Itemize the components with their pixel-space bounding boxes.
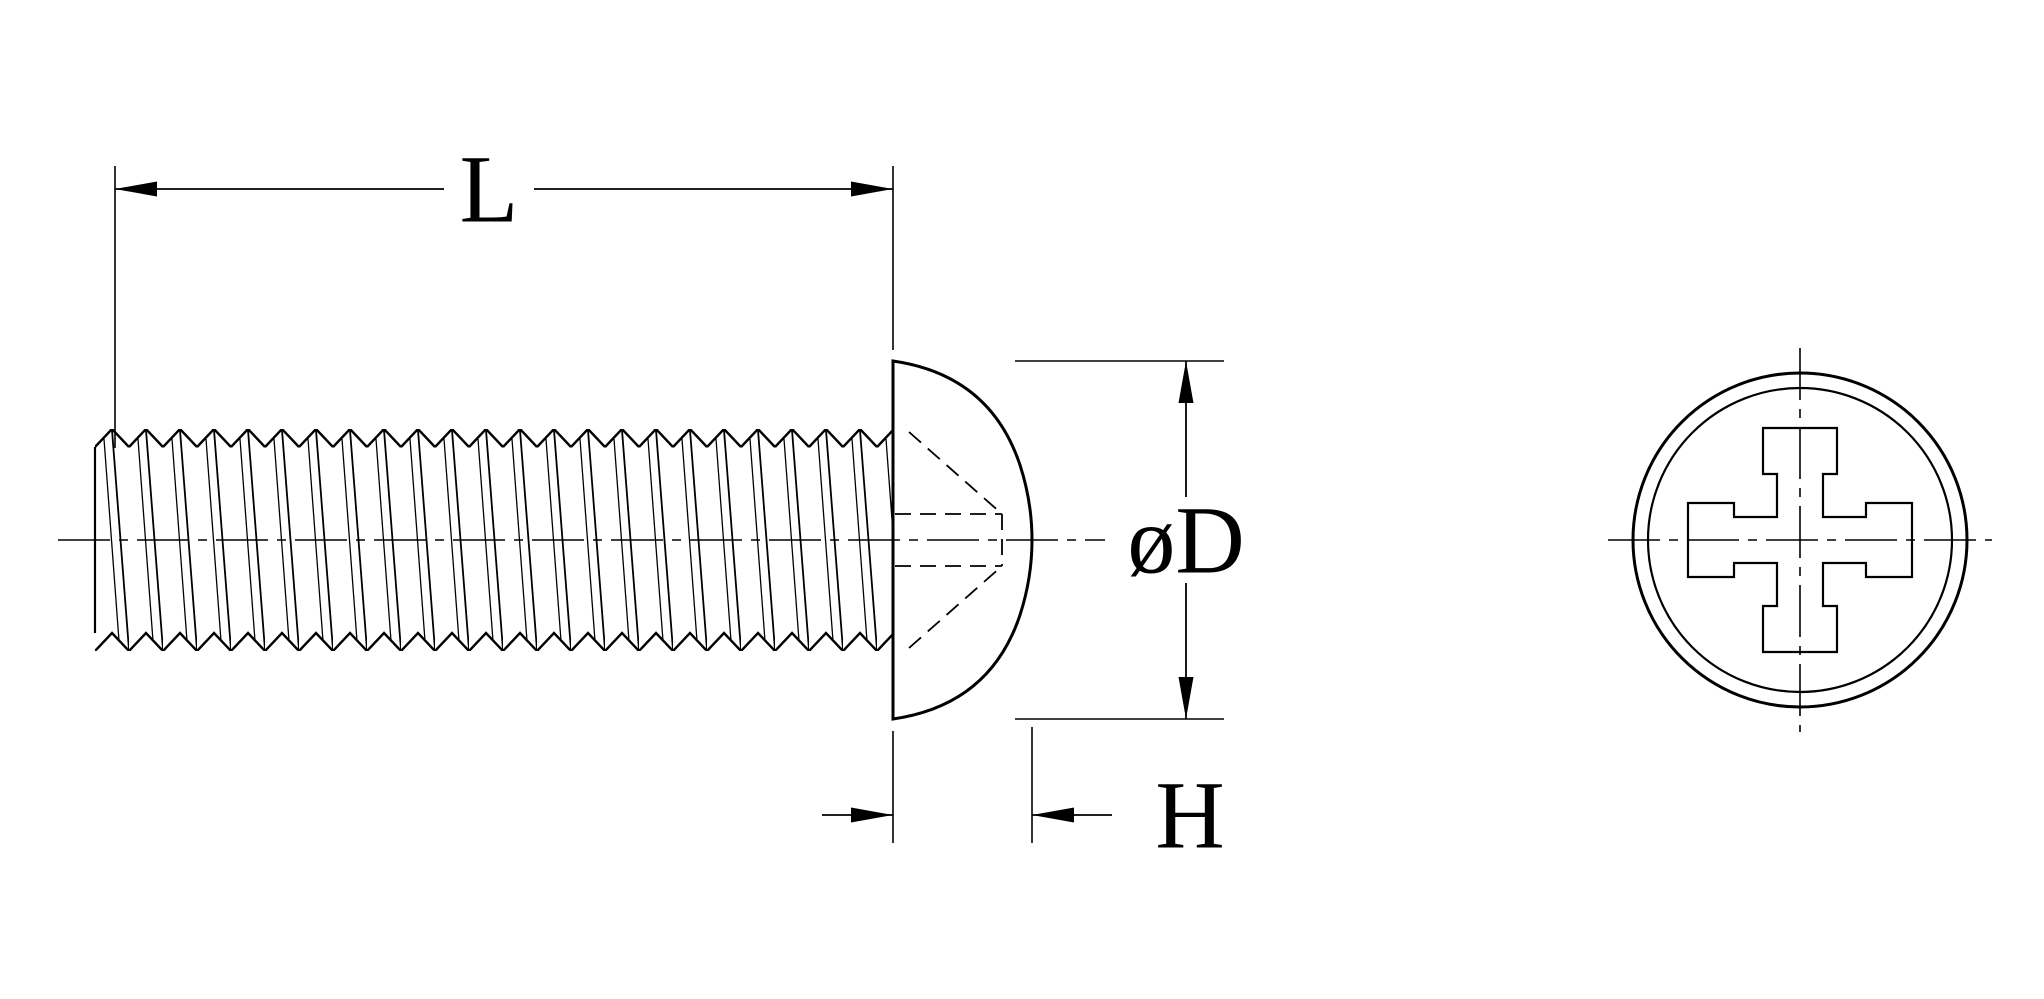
label-head-height: H: [1155, 762, 1224, 869]
arrowhead-inward-right-icon: [851, 807, 893, 823]
label-head-diameter: øD: [1127, 487, 1244, 594]
end-view: [1608, 348, 1992, 732]
head-outer-circle: [1631, 371, 1969, 709]
head-inner-circle: [1646, 386, 1954, 694]
dimension-head-diameter: øD: [1015, 360, 1256, 720]
recess-hidden-slant-top: [908, 431, 1003, 515]
label-L-background: [444, 141, 534, 237]
thread-pattern: [95, 429, 893, 651]
dimension-length: L: [114, 136, 894, 448]
dimension-head-height: H: [822, 727, 1225, 869]
phillips-recess-icon: [1686, 426, 1914, 654]
arrowhead-right-icon: [851, 181, 893, 197]
label-length: L: [460, 136, 519, 243]
recess-hidden-lines: [895, 431, 1003, 649]
recess-hidden-slant-bottom: [908, 565, 1003, 649]
arrowhead-left-icon: [115, 181, 157, 197]
label-D-background: [1116, 497, 1256, 583]
arrowhead-down-icon: [1178, 677, 1194, 719]
side-view: [58, 359, 1105, 721]
screw-head-outline: [891, 359, 1034, 721]
arrowhead-inward-left-icon: [1032, 807, 1074, 823]
arrowhead-up-icon: [1178, 361, 1194, 403]
